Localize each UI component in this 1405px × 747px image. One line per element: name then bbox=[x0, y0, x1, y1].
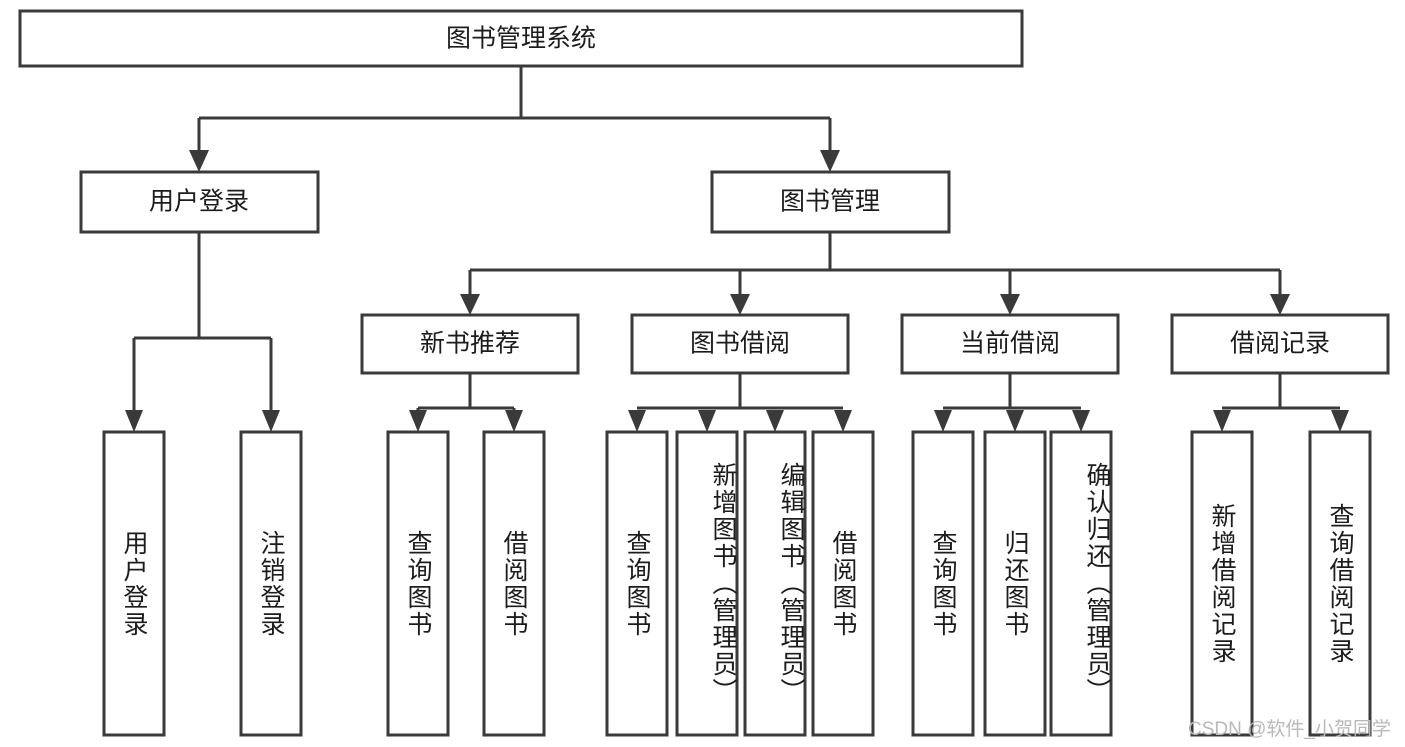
node-borrow-record[interactable]: 借阅记录 bbox=[1170, 313, 1390, 375]
node-book-borrow[interactable]: 图书借阅 bbox=[630, 313, 850, 375]
book-borrow-label: 图书借阅 bbox=[690, 330, 790, 358]
root-box[interactable] bbox=[18, 9, 1024, 68]
arrow-head-leaf-confirm-return bbox=[1072, 410, 1090, 432]
connector-group-book-manage-to-level3 bbox=[460, 232, 1290, 315]
node-new-book-rec[interactable]: 新书推荐 bbox=[360, 313, 580, 375]
arrow-head-leaf-logout bbox=[262, 410, 280, 432]
connector-group-borrow-record-to-leaves bbox=[1213, 373, 1349, 432]
node-root-system[interactable]: 图书管理系统 bbox=[18, 9, 1024, 68]
arrow-head-user-login bbox=[189, 150, 209, 172]
leaf-box-edit-book[interactable] bbox=[743, 430, 807, 737]
arrow-head-leaf-borrow-book-1 bbox=[505, 410, 523, 432]
arrow-head-leaf-borrow-book-2 bbox=[834, 410, 852, 432]
arrow-head-book-borrow bbox=[730, 294, 750, 315]
leaf-box-return-book[interactable] bbox=[983, 430, 1047, 737]
current-borrow-box[interactable] bbox=[900, 313, 1120, 375]
arrow-head-leaf-return-book bbox=[1006, 410, 1024, 432]
arrow-head-leaf-query-book-2 bbox=[628, 410, 646, 432]
leaf-box-confirm-return[interactable] bbox=[1049, 430, 1113, 737]
borrow-record-label: 借阅记录 bbox=[1230, 330, 1330, 358]
leaf-box-query-record[interactable] bbox=[1308, 430, 1372, 737]
leaf-box-borrow-book-1[interactable] bbox=[482, 430, 546, 737]
leaf-box-query-book-2[interactable] bbox=[605, 430, 669, 737]
leaf-box-logout[interactable] bbox=[239, 430, 303, 737]
leaf-box-borrow-book-2[interactable] bbox=[811, 430, 875, 737]
arrow-head-borrow-record bbox=[1270, 294, 1290, 315]
leaf-box-add-record[interactable] bbox=[1190, 430, 1254, 737]
current-borrow-label: 当前借阅 bbox=[960, 330, 1060, 358]
book-borrow-box[interactable] bbox=[630, 313, 850, 375]
connector-group-book-borrow-to-leaves bbox=[628, 373, 852, 432]
leaf-box-query-book-1[interactable] bbox=[386, 430, 450, 737]
arrow-head-leaf-query-book-3 bbox=[934, 410, 952, 432]
root-label: 图书管理系统 bbox=[446, 25, 596, 53]
leaf-box-user-login[interactable] bbox=[102, 430, 166, 737]
connector-group-user-login-to-leaves bbox=[125, 232, 280, 432]
new-book-rec-label: 新书推荐 bbox=[420, 330, 520, 358]
book-manage-label: 图书管理 bbox=[780, 188, 880, 216]
new-book-rec-box[interactable] bbox=[360, 313, 580, 375]
leaf-box-add-book[interactable] bbox=[675, 430, 739, 737]
borrow-record-box[interactable] bbox=[1170, 313, 1390, 375]
user-login-box[interactable] bbox=[79, 170, 320, 234]
connector-group-current-borrow-to-leaves bbox=[934, 373, 1090, 432]
connector-group-new-book-rec-to-leaves bbox=[409, 373, 523, 432]
arrow-head-leaf-query-book-1 bbox=[409, 410, 427, 432]
arrow-head-leaf-add-book bbox=[698, 410, 716, 432]
arrow-head-new-book-rec bbox=[460, 294, 480, 315]
book-manage-box[interactable] bbox=[710, 170, 951, 234]
node-user-login[interactable]: 用户登录 bbox=[79, 170, 320, 234]
user-login-label: 用户登录 bbox=[149, 188, 249, 216]
arrow-head-book-manage bbox=[820, 150, 840, 172]
arrow-head-leaf-user-login bbox=[125, 410, 143, 432]
leaf-box-query-book-3[interactable] bbox=[911, 430, 975, 737]
arrow-head-leaf-edit-book bbox=[766, 410, 784, 432]
arrow-head-current-borrow bbox=[1000, 294, 1020, 315]
node-current-borrow[interactable]: 当前借阅 bbox=[900, 313, 1120, 375]
node-book-manage[interactable]: 图书管理 bbox=[710, 170, 951, 234]
arrow-head-leaf-query-record bbox=[1331, 410, 1349, 432]
arrow-head-leaf-add-record bbox=[1213, 410, 1231, 432]
connector-group-root-to-level2 bbox=[189, 66, 840, 172]
